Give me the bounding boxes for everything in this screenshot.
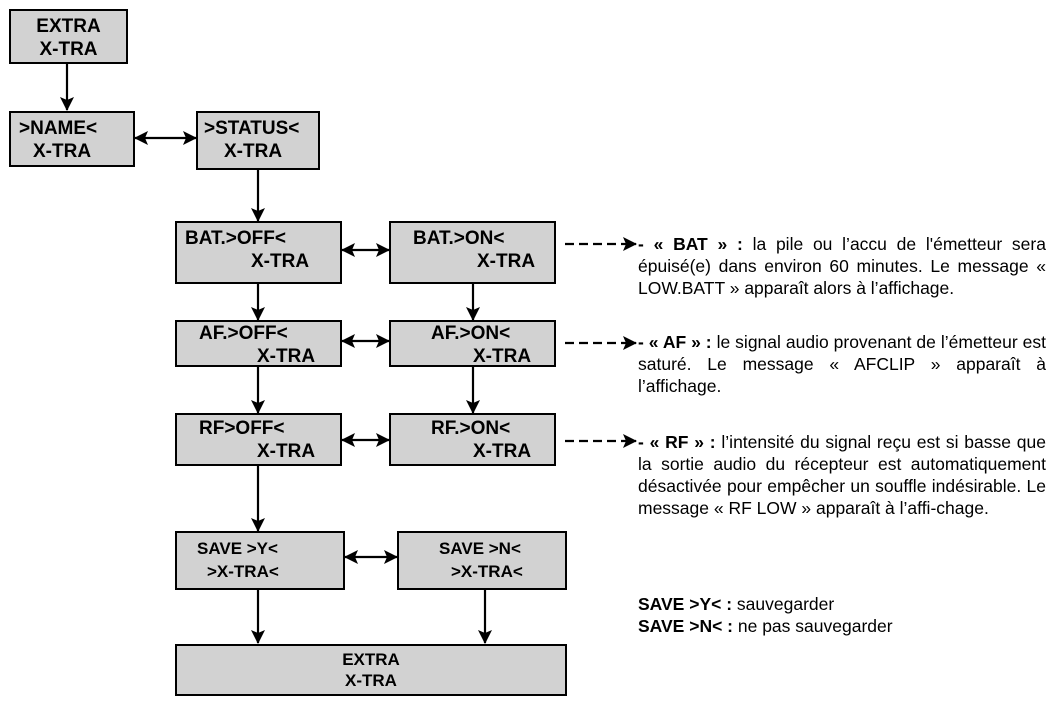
box-line1: EXTRA — [342, 650, 400, 669]
box-line2: X-TRA — [257, 441, 316, 462]
note-af: - « AF » : le signal audio provenant de … — [638, 331, 1046, 397]
box-line1: EXTRA — [36, 16, 101, 37]
save-legend-y: SAVE >Y< : sauvegarder — [638, 593, 1046, 615]
box-line2: X-TRA — [477, 251, 536, 272]
box-af-on: AF.>ON< X-TRA — [389, 320, 556, 367]
note-af-text: le signal audio provenant de l’émetteur … — [638, 332, 1046, 396]
box-rf-on: RF.>ON< X-TRA — [389, 413, 556, 466]
box-line2: X-TRA — [257, 346, 316, 367]
box-line2: >X-TRA< — [451, 562, 523, 581]
note-bat-label: - « BAT » : — [638, 234, 743, 254]
box-line1: AF.>OFF< — [199, 323, 288, 344]
note-bat-text: la pile ou l’accu de l'émetteur sera épu… — [638, 234, 1046, 298]
box-line2: X-TRA — [345, 671, 397, 690]
box-extra-top: EXTRA X-TRA — [9, 9, 128, 64]
box-line2: X-TRA — [39, 39, 98, 60]
box-line1: SAVE >N< — [439, 539, 521, 558]
box-line1: AF.>ON< — [431, 323, 511, 344]
box-extra-bottom: EXTRA X-TRA — [175, 644, 567, 696]
save-legend-y-label: SAVE >Y< : — [638, 594, 733, 614]
box-line2: >X-TRA< — [207, 562, 279, 581]
box-save-n: SAVE >N< >X-TRA< — [397, 531, 567, 590]
save-legend: SAVE >Y< : sauvegarder SAVE >N< : ne pas… — [638, 593, 1046, 637]
note-rf: - « RF » : l’intensité du signal reçu es… — [638, 431, 1046, 519]
save-legend-y-text: sauvegarder — [736, 594, 835, 614]
box-line1: BAT.>ON< — [413, 228, 505, 249]
save-legend-n-text: ne pas sauvegarder — [737, 616, 893, 636]
box-line2: X-TRA — [33, 141, 92, 162]
box-bat-on: BAT.>ON< X-TRA — [389, 221, 556, 284]
note-rf-text: l’intensité du signal reçu est si basse … — [638, 432, 1046, 518]
box-line2: X-TRA — [251, 251, 310, 272]
note-rf-label: - « RF » : — [638, 432, 716, 452]
box-save-y: SAVE >Y< >X-TRA< — [175, 531, 345, 590]
box-line1: BAT.>OFF< — [185, 228, 286, 249]
box-line1: RF.>ON< — [431, 418, 511, 439]
box-status: >STATUS< X-TRA — [196, 111, 320, 170]
box-line1: >STATUS< — [204, 118, 300, 139]
box-line1: RF>OFF< — [199, 418, 285, 439]
note-bat: - « BAT » : la pile ou l’accu de l'émett… — [638, 233, 1046, 299]
box-line2: X-TRA — [473, 346, 532, 367]
save-legend-n: SAVE >N< : ne pas sauvegarder — [638, 615, 1046, 637]
box-name: >NAME< X-TRA — [9, 111, 135, 167]
note-af-label: - « AF » : — [638, 332, 712, 352]
save-legend-n-label: SAVE >N< : — [638, 616, 733, 636]
box-bat-off: BAT.>OFF< X-TRA — [175, 221, 342, 284]
box-line2: X-TRA — [473, 441, 532, 462]
box-line2: X-TRA — [224, 141, 283, 162]
box-rf-off: RF>OFF< X-TRA — [175, 413, 342, 466]
box-line1: >NAME< — [19, 118, 98, 139]
box-line1: SAVE >Y< — [197, 539, 278, 558]
box-af-off: AF.>OFF< X-TRA — [175, 320, 342, 367]
